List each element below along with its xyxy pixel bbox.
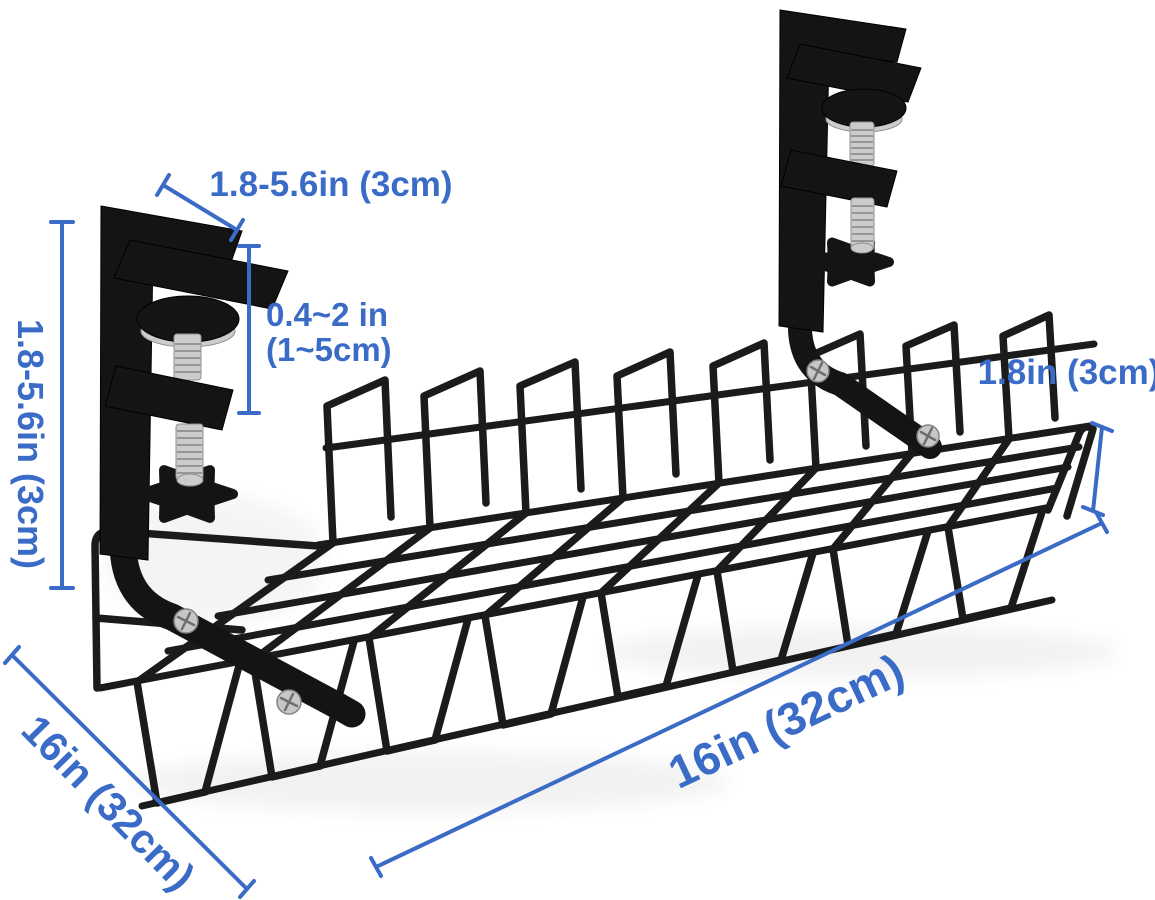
label-clamp-opening: 0.4~2 in (1~5cm)	[266, 297, 392, 367]
floor-rail	[164, 484, 1061, 655]
floor-crossbar	[944, 435, 1013, 531]
floor-rail	[214, 463, 1072, 620]
label-clamp-opening-line1: 0.4~2 in	[266, 296, 388, 333]
floor-crossbar	[365, 509, 530, 642]
wire-partition-front	[365, 615, 472, 755]
dimension-line-clamp-width	[155, 173, 245, 242]
front-wall-bottom-rail	[138, 596, 1056, 810]
shaft-tip	[850, 242, 874, 254]
back-wall-top-rail	[322, 340, 1098, 452]
wire-partition-back	[516, 358, 585, 517]
shaft-threads	[175, 343, 201, 373]
shaft-threads	[852, 205, 873, 242]
floor-crossbar	[133, 539, 337, 686]
dimension-line-tray-height	[1081, 421, 1114, 517]
desk-clamp-right	[778, 9, 942, 459]
clamp-tightening-knob	[136, 465, 238, 523]
dimension-line-clamp-opening	[237, 244, 261, 415]
dimension-annotations	[3, 173, 1114, 899]
screw-cross-icon	[279, 692, 299, 712]
desk-clamp-left	[99, 205, 366, 728]
dimension-line-tray-side	[3, 645, 256, 899]
clamp-pad-disc	[821, 88, 907, 128]
floor-rail	[264, 443, 1083, 584]
clamp-top-jaw-pad	[113, 239, 289, 310]
floor-crossbar	[713, 464, 820, 575]
clamp-middle-bracket	[104, 365, 234, 431]
wire-partition-back	[420, 367, 490, 532]
wire-partition-back	[999, 311, 1059, 443]
wire-partition-back	[709, 339, 774, 487]
wire-partition-back	[613, 348, 680, 502]
shaft-threads	[851, 129, 873, 161]
wire-partition-back	[323, 376, 395, 547]
shadow	[130, 752, 730, 812]
floor-crossbar	[597, 479, 723, 597]
screw-cross-icon	[809, 361, 827, 381]
label-clamp-height: 1.8-5.6in (3cm)	[10, 318, 51, 570]
wire-partition-back	[902, 321, 964, 457]
clamp-top-jaw-pad	[786, 43, 922, 103]
floor-crossbar	[249, 524, 434, 664]
label-clamp-width: 1.8-5.6in (3cm)	[209, 165, 453, 204]
screw-cross-icon	[919, 426, 937, 446]
shaft-tip	[176, 473, 204, 487]
shaft-threads	[177, 430, 202, 474]
tray-right-end-loop	[1044, 423, 1097, 520]
floor-crossbar	[829, 449, 916, 553]
clamp-middle-bracket	[780, 149, 898, 208]
screw-cross-icon	[176, 611, 196, 631]
label-clamp-opening-line2: (1~5cm)	[266, 331, 392, 368]
dimension-line-tray-length	[369, 512, 1109, 878]
tray-back-wall	[322, 311, 1098, 547]
floor-crossbar	[481, 494, 627, 620]
floor-rail-back-edge	[314, 422, 1094, 549]
label-tray-height: 1.8in (3cm)	[977, 353, 1155, 392]
shadow	[105, 494, 325, 626]
dimension-line-clamp-height	[49, 220, 75, 590]
wire-partition-front	[481, 593, 587, 729]
